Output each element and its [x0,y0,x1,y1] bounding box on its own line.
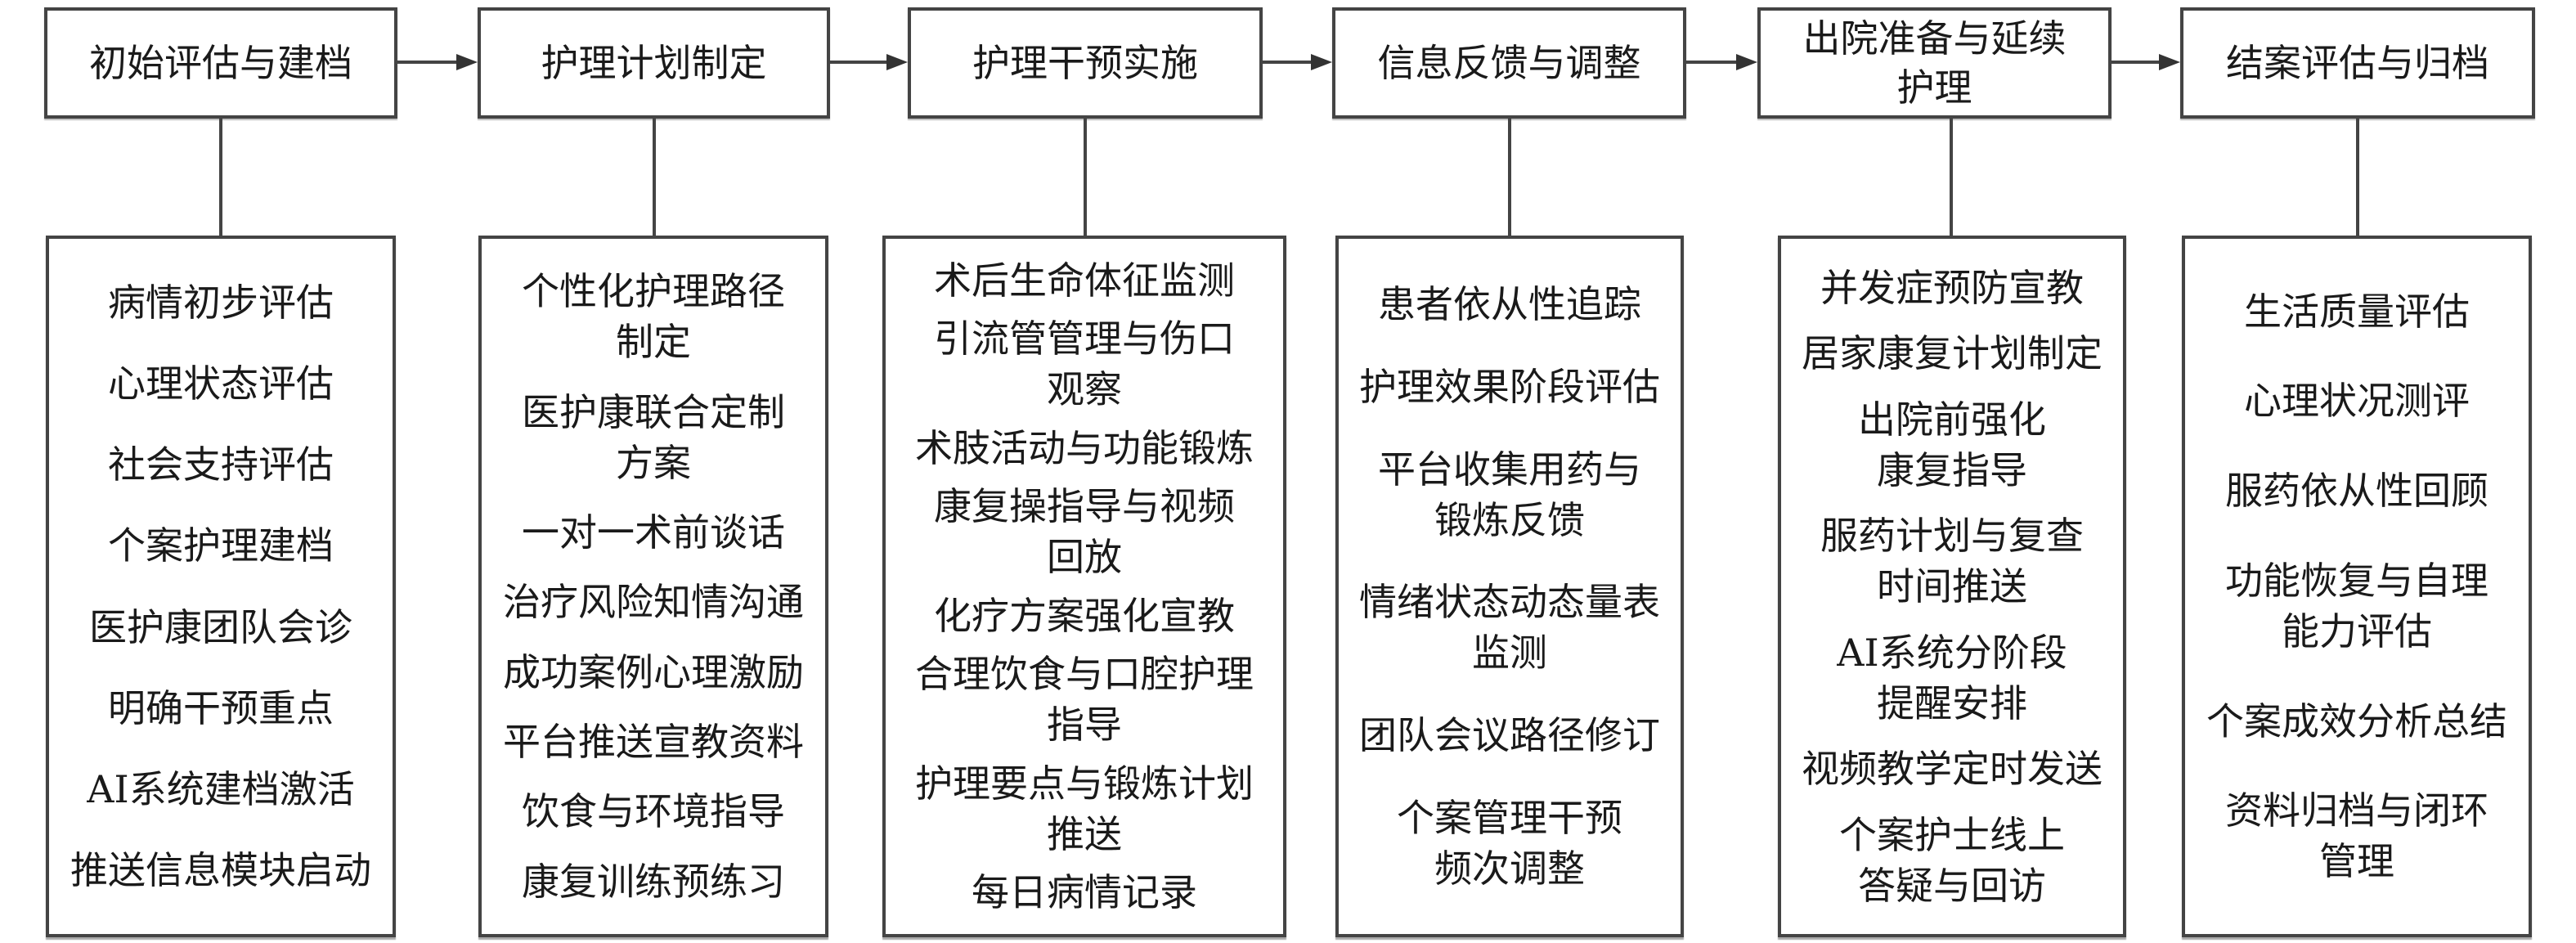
detail-box-feedback-adjustment: 患者依从性追踪 护理效果阶段评估 平台收集用药与 锻炼反馈 情绪状态动态量表 监… [1335,236,1684,937]
connector-line [1950,119,1953,236]
detail-item: AI系统分阶段 提醒安排 [1837,630,2067,725]
stage-title: 初始评估与建档 [89,41,352,85]
detail-item: 居家康复计划制定 [1802,331,2103,375]
detail-item: 合理饮食与口腔护理 指导 [915,652,1254,748]
flow-arrow-line [1263,61,1312,64]
detail-item: 心理状况测评 [2244,379,2470,424]
detail-item: 生活质量评估 [2244,289,2470,334]
detail-box-initial-assessment: 病情初步评估 心理状态评估 社会支持评估 个案护理建档 医护康团队会诊 明确干预… [46,236,396,937]
connector-line [653,119,656,236]
detail-item: AI系统建档激活 [87,766,355,811]
detail-item: 化疗方案强化宣教 [934,593,1235,638]
detail-item: 视频教学定时发送 [1802,747,2103,791]
detail-item: 患者依从性追踪 [1378,281,1641,326]
arrow-right-icon [2159,54,2180,70]
stage-box-discharge-continuity: 出院准备与延续 护理 [1757,7,2112,119]
arrow-right-icon [886,54,908,70]
detail-item: 每日病情记录 [972,870,1197,915]
arrow-right-icon [1311,54,1332,70]
detail-item: 一对一术前谈话 [522,510,785,555]
flow-arrow-line [2112,61,2160,64]
detail-item: 并发症预防宣教 [1820,265,2084,310]
detail-item: 个案管理干预 频次调整 [1397,796,1622,891]
detail-item: 个性化护理路径 制定 [522,269,785,365]
detail-item: 病情初步评估 [108,281,334,326]
detail-item: 服药计划与复查 时间推送 [1820,514,2084,608]
connector-line [1084,119,1087,236]
detail-item: 成功案例心理激励 [503,649,804,694]
flow-arrow-line [1686,61,1737,64]
detail-item: 服药依从性回顾 [2225,469,2488,514]
detail-item: 个案成效分析总结 [2206,698,2507,743]
detail-box-discharge-continuity: 并发症预防宣教 居家康复计划制定 出院前强化 康复指导 服药计划与复查 时间推送… [1778,236,2126,937]
detail-item: 推送信息模块启动 [70,847,371,892]
stage-title: 出院准备与延续 护理 [1802,16,2067,110]
detail-item: 功能恢复与自理 能力评估 [2225,558,2488,653]
detail-item: 术肢活动与功能锻炼 [915,425,1254,470]
flow-arrow-line [397,61,456,64]
detail-item: 治疗风险知情沟通 [503,580,804,625]
detail-item: 康复操指导与视频 回放 [934,484,1235,580]
detail-item: 情绪状态动态量表 监测 [1359,580,1660,676]
detail-item: 出院前强化 康复指导 [1858,397,2046,492]
detail-box-care-planning: 个性化护理路径 制定 医护康联合定制 方案 一对一术前谈话 治疗风险知情沟通 成… [478,236,828,937]
flow-arrow-line [830,61,887,64]
stage-box-feedback-adjustment: 信息反馈与调整 [1332,7,1686,119]
detail-item: 饮食与环境指导 [522,789,785,834]
detail-item: 明确干预重点 [108,685,334,730]
stage-title: 结案评估与归档 [2226,41,2489,85]
detail-item: 平台推送宣教资料 [503,719,804,764]
detail-item: 个案护理建档 [108,523,334,568]
stage-box-initial-assessment: 初始评估与建档 [44,7,397,119]
detail-box-closure-archive: 生活质量评估 心理状况测评 服药依从性回顾 功能恢复与自理 能力评估 个案成效分… [2182,236,2532,937]
detail-item: 社会支持评估 [108,442,334,487]
stage-box-intervention: 护理干预实施 [908,7,1263,119]
arrow-right-icon [1736,54,1757,70]
detail-item: 引流管管理与伤口 观察 [934,317,1235,412]
connector-line [1508,119,1511,236]
detail-item: 护理要点与锻炼计划 推送 [915,761,1254,856]
stage-title: 护理干预实施 [972,41,1198,85]
detail-item: 团队会议路径修订 [1359,713,1660,758]
detail-item: 医护康联合定制 方案 [522,389,785,485]
arrow-right-icon [456,54,478,70]
stage-box-care-planning: 护理计划制定 [478,7,830,119]
stage-title: 信息反馈与调整 [1377,41,1641,85]
stage-title: 护理计划制定 [541,41,767,85]
detail-box-intervention: 术后生命体征监测 引流管管理与伤口 观察 术肢活动与功能锻炼 康复操指导与视频 … [882,236,1286,937]
stage-box-closure-archive: 结案评估与归档 [2180,7,2535,119]
detail-item: 术后生命体征监测 [934,258,1235,303]
detail-item: 个案护士线上 答疑与回访 [1839,812,2065,908]
detail-item: 资料归档与闭环 管理 [2225,788,2488,884]
detail-item: 护理效果阶段评估 [1359,364,1660,409]
detail-item: 医护康团队会诊 [89,604,352,649]
detail-item: 平台收集用药与 锻炼反馈 [1378,447,1641,542]
detail-item: 康复训练预练习 [522,859,785,904]
detail-item: 心理状态评估 [108,361,334,406]
connector-line [2356,119,2359,236]
connector-line [219,119,222,236]
